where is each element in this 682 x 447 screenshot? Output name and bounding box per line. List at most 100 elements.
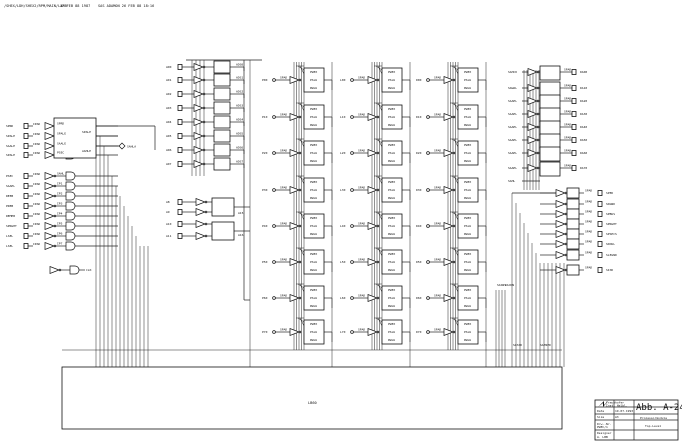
input-connector: [23, 243, 29, 249]
clk-label: CLK: [86, 268, 92, 272]
register-block: [381, 319, 403, 345]
block-tag: SPAD: [564, 164, 571, 168]
input-connector: [177, 147, 183, 153]
address-latch: [213, 60, 231, 74]
output-connector: [597, 231, 603, 237]
pin-circle: [426, 115, 430, 119]
left-output-label: IP3: [57, 202, 63, 206]
flag-buffer: [555, 209, 566, 219]
wire: [453, 138, 459, 148]
register-buffer: [367, 75, 378, 85]
wire: [299, 102, 305, 112]
wire: [299, 317, 305, 327]
flag-latch: [566, 208, 580, 220]
output-connector: [571, 85, 577, 91]
block-inner-label: PWEX: [310, 216, 317, 220]
left-input-label: SPALE: [6, 134, 15, 138]
address-input-label: AD6: [166, 148, 172, 152]
block-inner-label: PSLU: [388, 330, 395, 334]
pad-label: IPAD: [33, 232, 40, 236]
address-output-label: ADS7: [236, 160, 243, 164]
left-output-label: SPALE: [57, 132, 66, 136]
block-inner-label: PWEX: [388, 216, 395, 220]
register-buffer: [443, 112, 454, 122]
flag-output-label: SDOUL: [606, 242, 615, 246]
block-inner-label: RWLU: [464, 196, 471, 200]
inverter-bubble: [452, 188, 456, 192]
left-input-label: LSEL: [6, 234, 13, 238]
register-buffer: [289, 293, 300, 303]
block-inner-label: PSLU: [310, 330, 317, 334]
address-output-label: ADS6: [236, 146, 243, 150]
pass-label-2: AAHLE: [82, 149, 91, 153]
address-latch: [213, 101, 231, 115]
address-buffer: [193, 159, 204, 169]
inverter-bubble: [376, 78, 380, 82]
block-tag: SPAD: [434, 186, 441, 190]
output-latch: [539, 146, 561, 162]
flag-output-label: SIXD: [606, 268, 613, 272]
input-buffer: [44, 201, 55, 211]
block-inner-label: RWLU: [310, 196, 317, 200]
right-output-label: DA60: [580, 151, 587, 155]
output-connector: [571, 124, 577, 130]
block-inner-label: RWLU: [310, 338, 317, 342]
block-tag: SPAD: [358, 258, 365, 262]
pad-label: IPAD: [33, 151, 40, 155]
input-connector: [177, 233, 183, 239]
block-tag: SPAD: [585, 230, 592, 234]
input-connector: [23, 123, 29, 129]
buffer-gate: [49, 265, 60, 275]
input-buffer: [44, 121, 55, 131]
register-block: [381, 285, 403, 311]
flag-latch: [566, 198, 580, 210]
data-buffer: [527, 96, 538, 106]
block-inner-label: PWEX: [310, 322, 317, 326]
output-connector: [571, 150, 577, 156]
block-inner-label: PSLU: [310, 296, 317, 300]
right-input-label: SAAEL: [508, 112, 517, 116]
inverter-bubble: [452, 224, 456, 228]
input-gate: [65, 181, 76, 191]
block-inner-label: RWLU: [464, 159, 471, 163]
register-col1-label: P40: [262, 224, 268, 228]
input-gate: [65, 231, 76, 241]
block-inner-label: PWEX: [388, 143, 395, 147]
block-tag: SPAD: [280, 113, 287, 117]
node-label: SAHLA: [127, 145, 136, 149]
flag-buffer: [555, 199, 566, 209]
register-block: [303, 104, 325, 130]
inverter-bubble: [204, 234, 208, 238]
inverter-bubble: [53, 244, 57, 248]
block-tag: SPAD: [585, 210, 592, 214]
block-tag: SPAD: [564, 97, 571, 101]
block-tag: SPAD: [585, 240, 592, 244]
inverter-bubble: [536, 112, 540, 116]
register-block: [457, 319, 479, 345]
flag-buffer: [555, 239, 566, 249]
input-buffer: [44, 181, 55, 191]
wire: [377, 175, 383, 185]
input-connector: [23, 233, 29, 239]
block-inner-label: PSLU: [464, 151, 471, 155]
flag-output-label: SLEGND: [606, 253, 617, 257]
block-inner-label: RWLU: [464, 338, 471, 342]
output-connector: [571, 137, 577, 143]
right-input-label: SAAEL: [508, 99, 517, 103]
wire: [453, 283, 459, 293]
size-value: A3: [615, 415, 619, 419]
block-tag: SPAD: [564, 110, 571, 114]
block-tag: SPAD: [585, 189, 592, 193]
register-block: [457, 213, 479, 239]
flag-buffer: [555, 250, 566, 260]
register-block: [457, 140, 479, 166]
output-connector: [597, 221, 603, 227]
block-inner-label: RWLU: [388, 86, 395, 90]
buffer-gate: [195, 197, 206, 207]
inverter-bubble: [204, 222, 208, 226]
pad-label: IPAD: [33, 182, 40, 186]
output-latch: [539, 120, 561, 136]
left-output-label: SAHL: [57, 172, 64, 176]
bottom-block-label: LB60: [308, 401, 317, 405]
